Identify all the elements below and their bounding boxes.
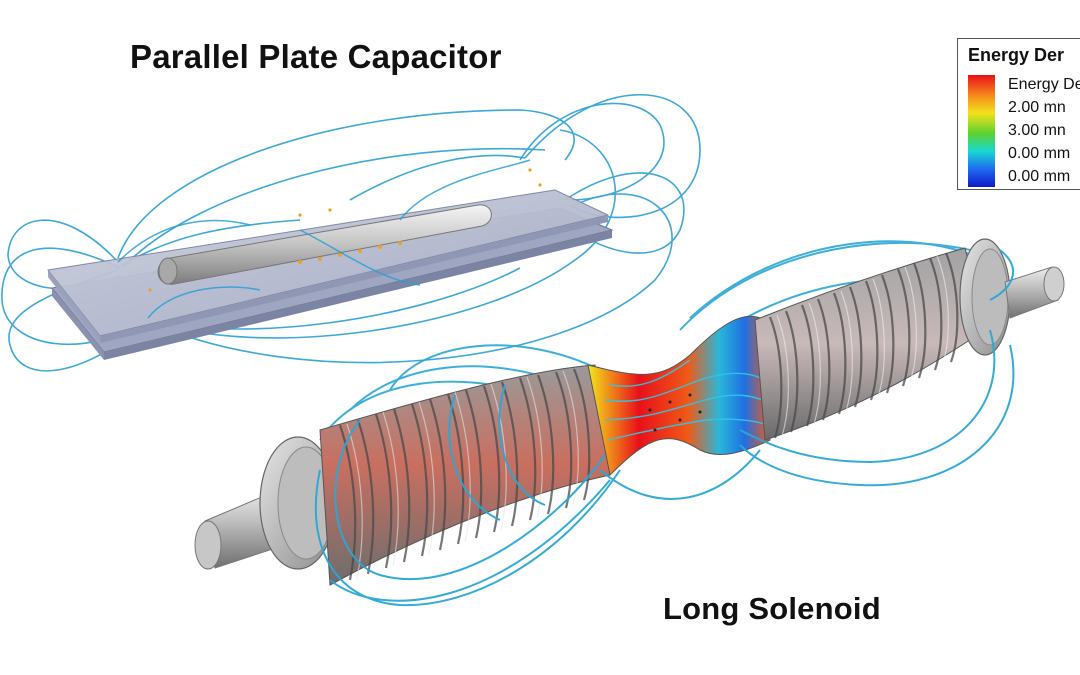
solenoid-right-windings: [768, 252, 959, 439]
solenoid-assembly: [194, 238, 1065, 607]
legend-entry: 2.00 mn: [1008, 99, 1066, 116]
legend-entry: 0.00 mm: [1008, 168, 1071, 185]
legend-entry: 3.00 mn: [1008, 122, 1066, 139]
solenoid-title: Long Solenoid: [663, 591, 881, 626]
solenoid-left-windings: [338, 368, 591, 581]
capacitor-title: Parallel Plate Capacitor: [130, 38, 502, 75]
capacitor-assembly: [1, 94, 701, 372]
capacitor-upper-plate: [47, 189, 610, 337]
legend-title: Energy Der: [968, 45, 1065, 65]
solenoid-right-coil: [754, 247, 986, 441]
legend-entry: 0.00 mm: [1008, 145, 1071, 162]
legend-entry: Energy De: [1008, 76, 1080, 93]
capacitor-field-markers: [148, 168, 542, 292]
energy-density-legend: Energy Der Energy De 2.00 mn 3.00 mn 0.0…: [957, 38, 1080, 190]
solenoid-field-lines-front: [314, 249, 1015, 607]
legend-color-bar: [968, 75, 995, 187]
solenoid-throat-streamlines: [604, 359, 769, 441]
